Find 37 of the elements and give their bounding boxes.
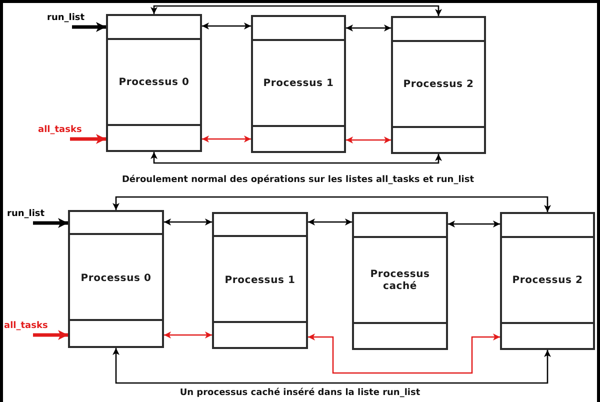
arrow [70,134,106,144]
arrow [72,22,106,32]
process-label: Processus caché [369,269,431,293]
edge-label: all_tasks [38,125,82,136]
double-arrow [308,218,352,226]
double-arrow [150,152,442,164]
double-arrow [202,22,251,30]
double-arrow [346,136,391,144]
process-label: Processus 0 [80,273,152,285]
caption-text: Un processus caché inséré dans la liste run_list [180,388,420,399]
arrow [33,330,68,340]
process-label: Processus 1 [263,78,334,90]
edge-label: run_list [7,209,45,220]
process-box [352,212,448,350]
process-box [212,212,308,349]
process-label: Processus 2 [512,275,583,287]
process-box [391,16,486,154]
process-label: Processus 2 [403,79,474,91]
process-box [251,15,346,153]
double-arrow [448,220,500,228]
double-arrow [164,218,212,226]
process-label: Processus 0 [118,77,190,89]
double-arrow [346,24,391,32]
double-arrow [150,5,442,16]
process-label: Processus 1 [224,274,296,286]
process-box [106,14,202,152]
double-arrow [202,136,251,142]
double-arrow [112,348,551,384]
double-arrow [164,332,212,338]
caption-text: Déroulement normal des opérations sur les listes all_tasks et run_list [122,175,474,186]
double-arrow [308,334,500,374]
edge-label: all_tasks [4,321,48,332]
double-arrow [112,196,551,212]
process-box [500,212,595,350]
edge-label: run_list [47,13,85,24]
arrow [33,218,68,228]
process-box [68,210,164,348]
